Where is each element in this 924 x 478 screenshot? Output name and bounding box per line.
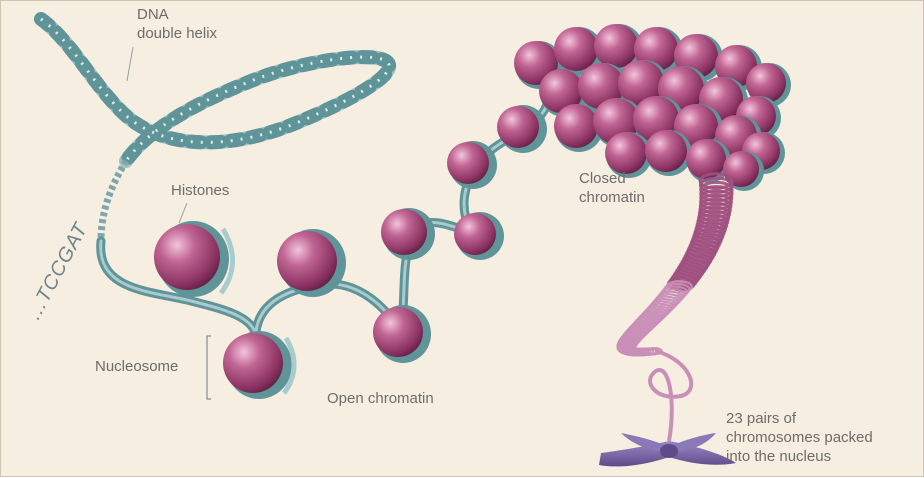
label-dna-double-helix: DNA double helix (137, 5, 217, 43)
dna-label-leader (127, 47, 133, 81)
nucleosome-bracket (207, 336, 211, 399)
nucleosome-histones (154, 221, 233, 297)
nucleosome-4 (373, 305, 431, 363)
nucleosome-6 (454, 212, 504, 260)
histones-label-leader (179, 203, 187, 223)
label-nucleosome: Nucleosome (95, 357, 178, 376)
nucleosome-5 (381, 208, 435, 260)
chromatin-fiber-coil (617, 174, 732, 441)
closed-chromatin-cluster (514, 24, 791, 191)
label-closed-chromatin: Closed chromatin (579, 169, 645, 207)
label-open-chromatin: Open chromatin (327, 389, 434, 408)
label-chromosomes: 23 pairs of chromosomes packed into the … (726, 409, 873, 466)
dna-double-helix (41, 19, 389, 241)
nucleosome-bottom (223, 331, 294, 399)
label-histones: Histones (171, 181, 229, 200)
nucleosome-3 (277, 229, 346, 297)
nucleosome-7 (447, 141, 497, 189)
